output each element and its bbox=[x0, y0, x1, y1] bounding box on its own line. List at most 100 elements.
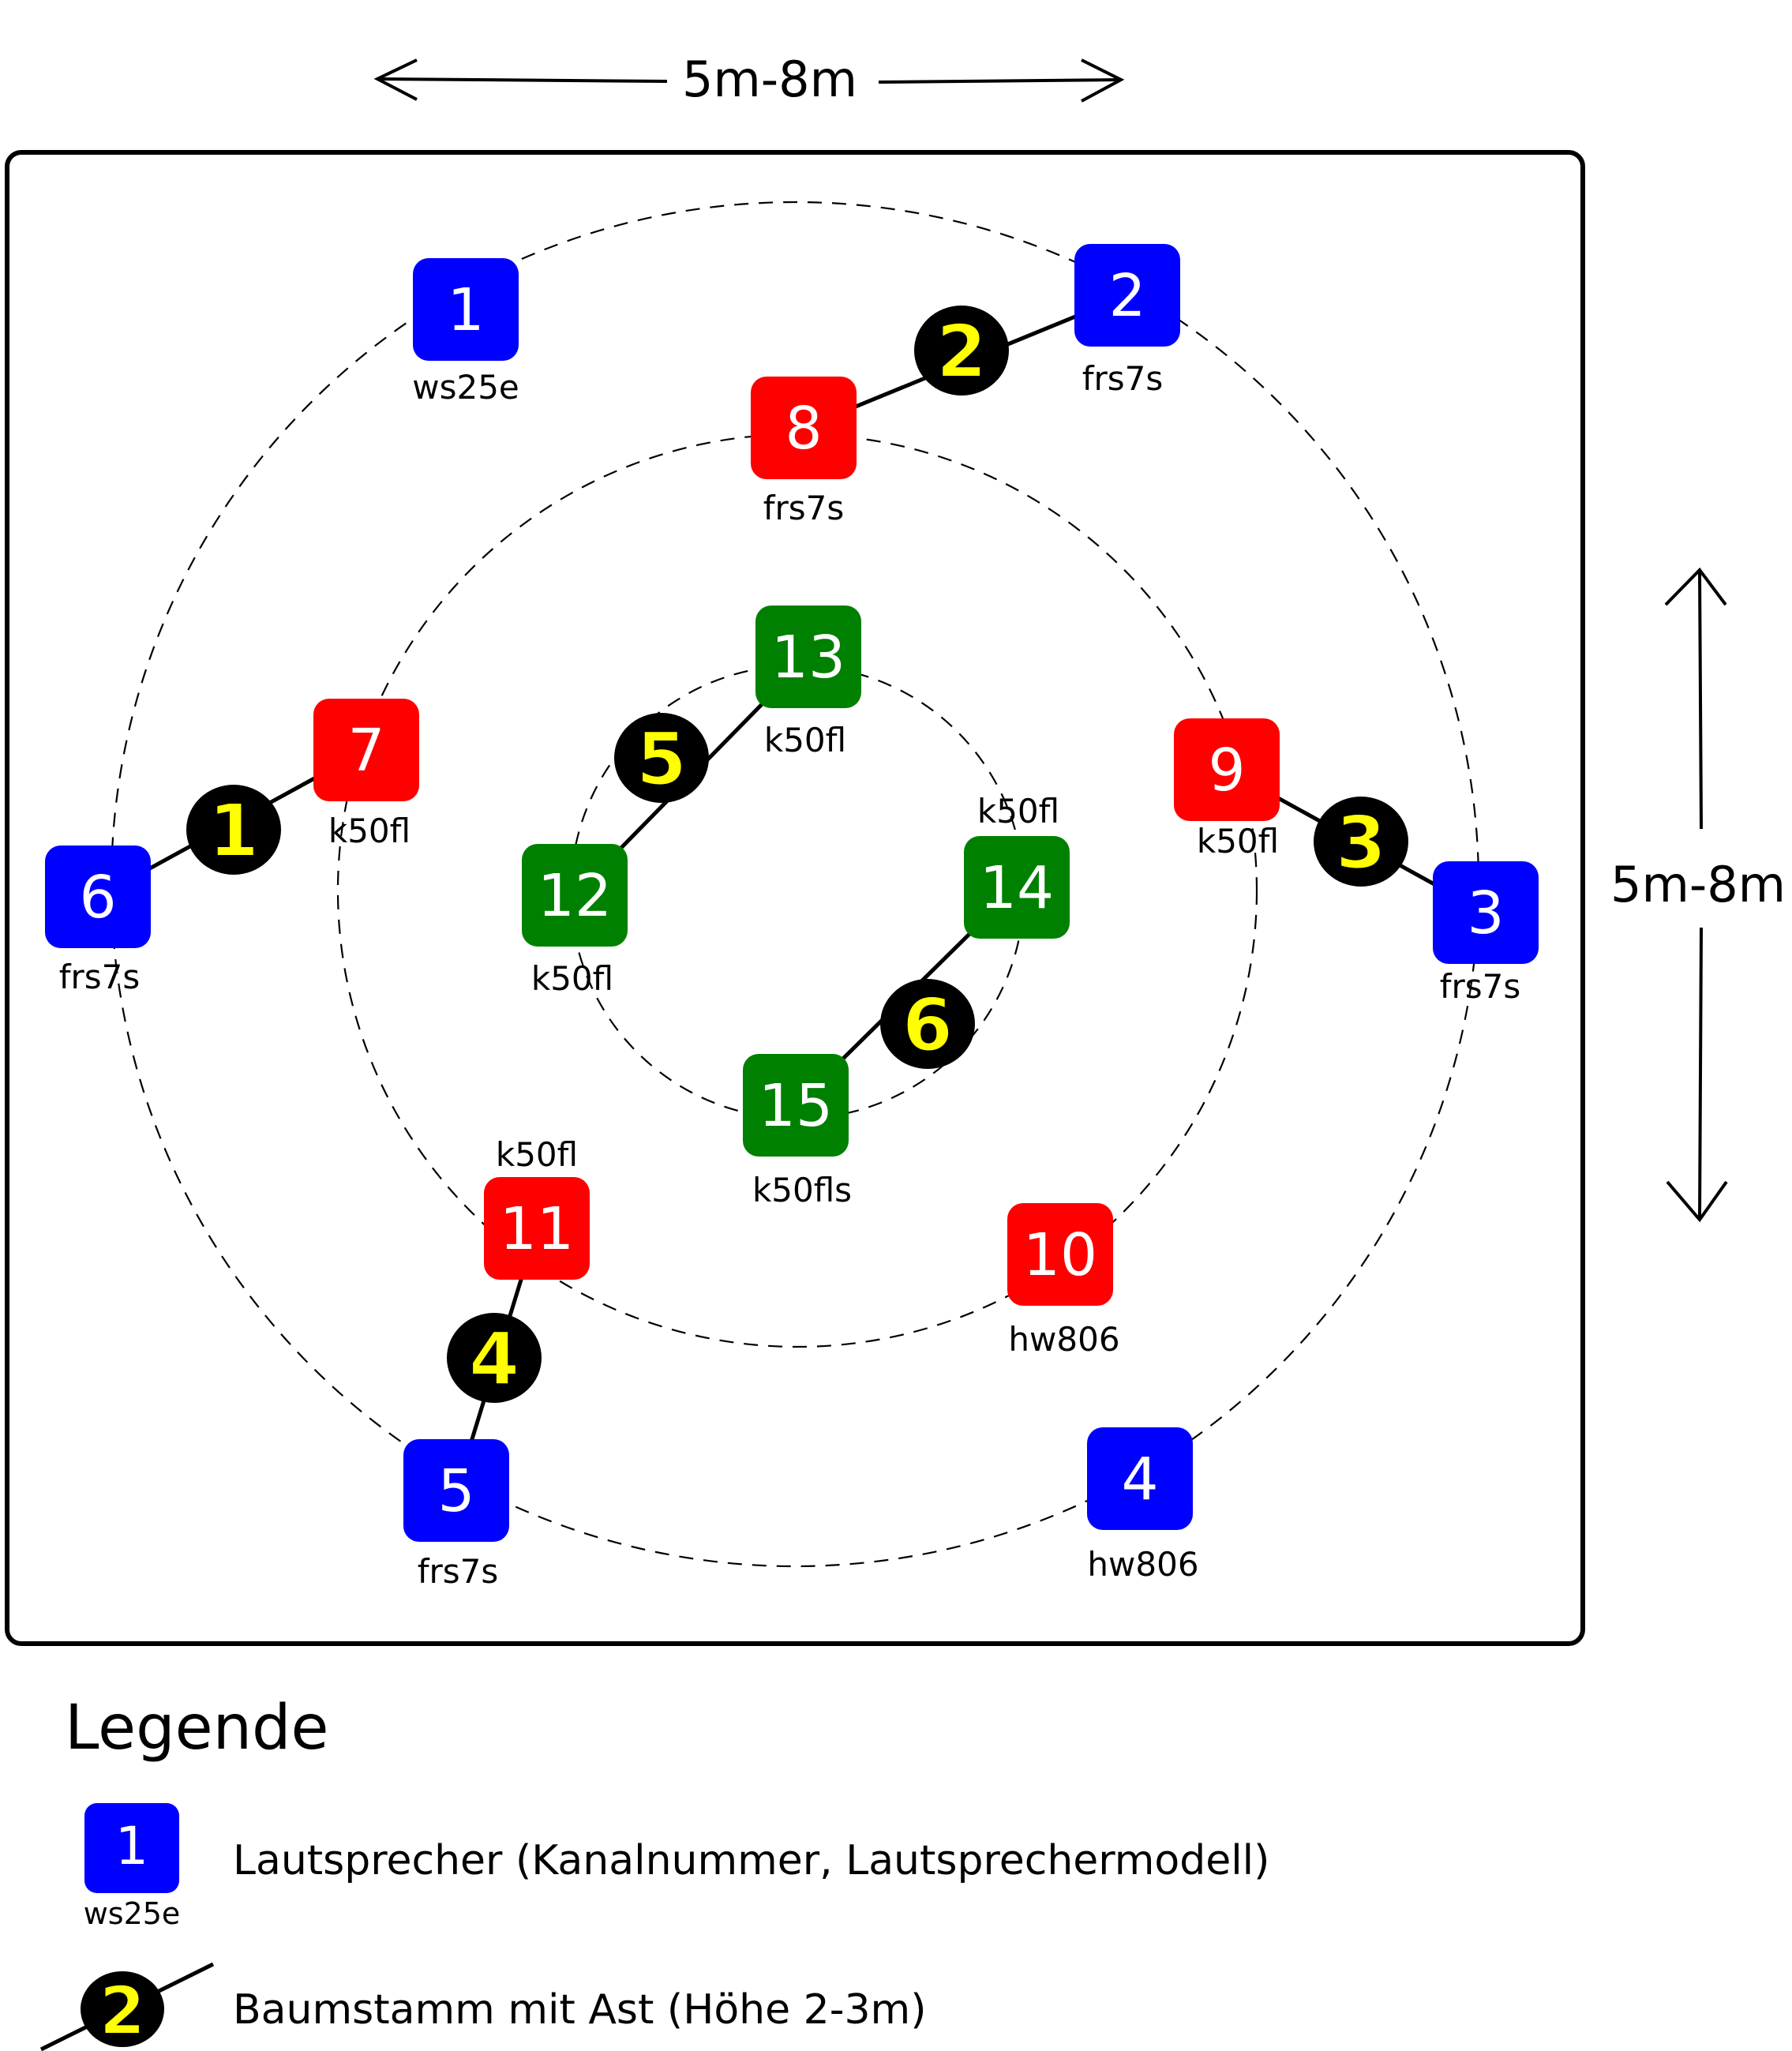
speaker-box bbox=[1174, 718, 1280, 821]
width-arrow-right-line bbox=[878, 78, 1122, 84]
height-dimension: 5m-8m bbox=[1610, 567, 1786, 1223]
trunk-4: 4 bbox=[447, 1313, 542, 1403]
trunk-circle bbox=[614, 713, 709, 803]
speaker-channel-number: 6 bbox=[79, 864, 116, 932]
trunk-number: 2 bbox=[936, 309, 987, 394]
speaker-channel-number: 3 bbox=[1467, 879, 1504, 947]
speaker-5: 5 frs7s bbox=[403, 1439, 509, 1591]
legend-speaker-model: ws25e bbox=[84, 1896, 181, 1931]
trunk-3: 3 bbox=[1314, 797, 1408, 887]
speaker-box bbox=[45, 846, 151, 948]
middle-ring bbox=[336, 433, 1258, 1348]
trunk-6: 6 bbox=[880, 979, 975, 1069]
speaker-3: 3 frs7s bbox=[1433, 861, 1539, 1006]
legend-speaker-description: Lautsprecher (Kanalnummer, Lautsprecherm… bbox=[233, 1837, 1269, 1884]
speaker-model-label: frs7s bbox=[418, 1552, 499, 1591]
speaker-box bbox=[403, 1439, 509, 1542]
legend-speaker-channel: 1 bbox=[115, 1816, 148, 1877]
width-dimension: 5m-8m bbox=[373, 51, 1125, 108]
speaker-channel-number: 10 bbox=[1023, 1221, 1097, 1289]
speaker-channel-number: 5 bbox=[437, 1457, 474, 1525]
speaker-channel-number: 15 bbox=[759, 1072, 833, 1140]
speaker-model-label: frs7s bbox=[1082, 359, 1164, 398]
speaker-6: 6 frs7s bbox=[45, 846, 151, 996]
speaker-11: 11 k50fl bbox=[484, 1135, 590, 1280]
trunk-number: 6 bbox=[902, 983, 953, 1067]
speaker-channel-number: 12 bbox=[538, 862, 612, 930]
speaker-7: 7 k50fl bbox=[313, 699, 419, 850]
speaker-10: 10 hw806 bbox=[1007, 1203, 1120, 1359]
height-arrow-top-line bbox=[1698, 569, 1703, 830]
trunk-5: 5 bbox=[614, 713, 709, 803]
trunk-number: 1 bbox=[208, 789, 259, 873]
width-arrow-left-head bbox=[373, 58, 418, 101]
speaker-box bbox=[313, 699, 419, 801]
speaker-model-label: k50fl bbox=[977, 792, 1059, 831]
height-arrow-bottom-head bbox=[1666, 1180, 1728, 1223]
width-arrow-right-head bbox=[1081, 58, 1125, 103]
speaker-model-label: frs7s bbox=[763, 489, 845, 527]
speaker-model-label: k50fl bbox=[531, 959, 613, 998]
legend-trunk-number: 2 bbox=[99, 1972, 145, 2049]
speaker-channel-number: 14 bbox=[980, 854, 1054, 922]
speaker-model-label: k50fls bbox=[752, 1171, 852, 1209]
trunk-circle bbox=[1314, 797, 1408, 887]
speaker-15: 15 k50fls bbox=[743, 1054, 852, 1209]
trunk-2: 2 bbox=[914, 306, 1009, 396]
speaker-model-label: k50fl bbox=[328, 812, 411, 850]
speaker-box bbox=[1007, 1203, 1113, 1306]
speaker-channel-number: 4 bbox=[1121, 1445, 1158, 1513]
trunk-number: 4 bbox=[469, 1317, 519, 1401]
speaker-channel-number: 11 bbox=[500, 1195, 574, 1263]
speaker-channel-number: 7 bbox=[347, 717, 384, 785]
area-boundary bbox=[5, 150, 1585, 1646]
width-arrow-left-line bbox=[377, 77, 668, 83]
speaker-box bbox=[751, 377, 857, 479]
speaker-model-label: k50fl bbox=[496, 1135, 578, 1174]
trunk-circle bbox=[447, 1313, 542, 1403]
speakers: 1ws25e2frs7s3frs7s4hw8065frs7s6frs7s7k50… bbox=[45, 244, 1539, 1591]
trunk-circle bbox=[880, 979, 975, 1069]
speaker-9: 9 k50fl bbox=[1174, 718, 1280, 861]
trunk-number: 5 bbox=[636, 717, 687, 801]
speaker-box bbox=[484, 1177, 590, 1280]
trunk-number: 3 bbox=[1336, 801, 1386, 885]
speaker-channel-number: 8 bbox=[785, 395, 822, 463]
legend-trunk-description: Baumstamm mit Ast (Höhe 2-3m) bbox=[233, 1986, 927, 2034]
trunk-circle bbox=[186, 785, 281, 875]
speaker-4: 4 hw806 bbox=[1087, 1427, 1199, 1584]
height-arrow-top-head bbox=[1664, 567, 1727, 606]
legend: Legende 1 ws25e Lautsprecher (Kanalnumme… bbox=[39, 1693, 1269, 2051]
speaker-box bbox=[755, 606, 861, 708]
speaker-8: 8 frs7s bbox=[751, 377, 857, 527]
speaker-model-label: frs7s bbox=[1440, 967, 1521, 1006]
speaker-model-label: hw806 bbox=[1087, 1545, 1198, 1584]
height-label: 5m-8m bbox=[1610, 856, 1786, 913]
speaker-box bbox=[743, 1054, 849, 1157]
width-label: 5m-8m bbox=[682, 51, 857, 108]
legend-trunk-example: 2 bbox=[39, 1962, 215, 2051]
speaker-model-label: hw806 bbox=[1008, 1320, 1119, 1359]
speaker-box bbox=[964, 836, 1070, 939]
speaker-model-label: frs7s bbox=[59, 958, 141, 996]
speaker-model-label: k50fl bbox=[1197, 822, 1279, 861]
height-arrow-bottom-line bbox=[1698, 927, 1703, 1220]
speaker-box bbox=[413, 258, 519, 361]
speaker-channel-number: 9 bbox=[1208, 737, 1245, 804]
speaker-box bbox=[1433, 861, 1539, 964]
trunk-1: 1 bbox=[186, 785, 281, 875]
speaker-channel-number: 13 bbox=[771, 624, 845, 692]
trunk-circle bbox=[914, 306, 1009, 396]
speaker-box bbox=[1074, 244, 1180, 347]
speaker-channel-number: 2 bbox=[1108, 262, 1145, 330]
legend-trunk-circle bbox=[81, 1971, 164, 2047]
legend-speaker-box bbox=[84, 1803, 179, 1893]
speaker-14: 14 k50fl bbox=[964, 792, 1070, 939]
speaker-model-label: ws25e bbox=[412, 368, 519, 407]
speaker-box bbox=[1087, 1427, 1193, 1530]
speaker-12: 12 k50fl bbox=[522, 844, 628, 998]
speaker-box bbox=[522, 844, 628, 947]
speaker-2: 2 frs7s bbox=[1074, 244, 1180, 398]
